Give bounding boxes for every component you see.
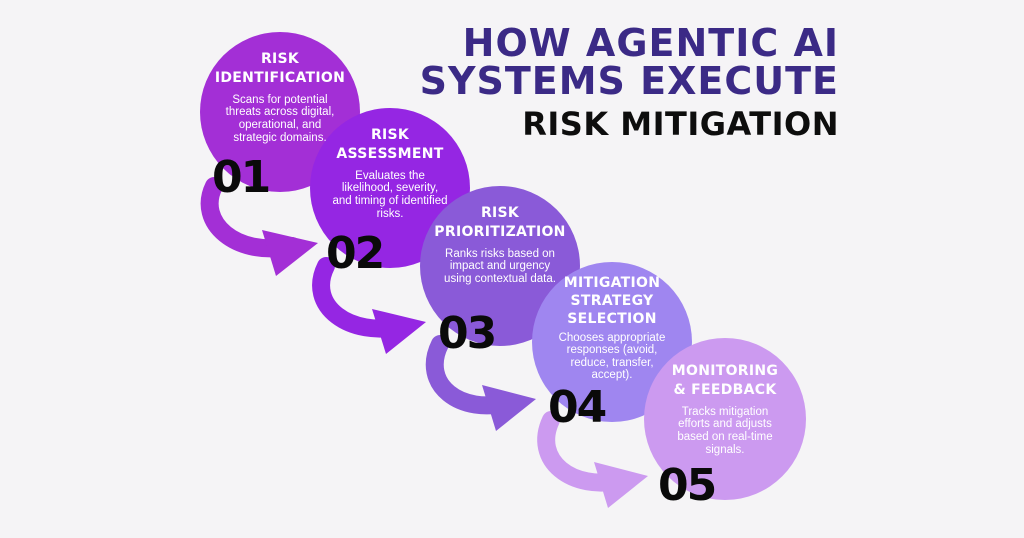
step-4-title: MITIGATION STRATEGY SELECTION [563, 275, 661, 328]
arrow-1-to-2-head [262, 230, 318, 276]
title-line-3: RISK MITIGATION [522, 105, 839, 143]
step-3-number: 03 [438, 308, 497, 359]
title-line-2: SYSTEMS EXECUTE [419, 59, 839, 103]
step-2-number: 02 [326, 228, 385, 279]
step-1-description: Scans for potential threats across digit… [225, 93, 335, 144]
arrow-2-to-3-head [372, 309, 426, 354]
step-5-description: Tracks mitigation efforts and adjusts ba… [677, 405, 773, 456]
step-3-circle: RISK PRIORITIZATION Ranks risks based on… [420, 186, 580, 346]
step-3-title: RISK PRIORITIZATION [434, 205, 566, 240]
step-4-number: 04 [548, 382, 607, 433]
arrow-4-to-5-head [594, 462, 648, 508]
step-5-circle: MONITORING & FEEDBACK Tracks mitigation … [644, 338, 806, 500]
step-2-circle: RISK ASSESSMENT Evaluates the likelihood… [310, 108, 470, 268]
step-2-description: Evaluates the likelihood, severity, and … [332, 169, 448, 220]
title-line-1: HOW AGENTIC AI [462, 21, 839, 65]
step-1-title: RISK IDENTIFICATION [214, 51, 346, 86]
step-1-number: 01 [212, 152, 271, 203]
step-3-description: Ranks risks based on impact and urgency … [444, 247, 556, 286]
step-2-title: RISK ASSESSMENT [336, 127, 444, 162]
step-4-description: Chooses appropriate responses (avoid, re… [558, 331, 666, 382]
infographic-title: HOW AGENTIC AI SYSTEMS EXECUTE RISK MITI… [420, 24, 839, 140]
step-5-number: 05 [658, 460, 717, 511]
step-5-title: MONITORING & FEEDBACK [671, 363, 779, 398]
arrow-3-to-4-head [482, 385, 536, 431]
